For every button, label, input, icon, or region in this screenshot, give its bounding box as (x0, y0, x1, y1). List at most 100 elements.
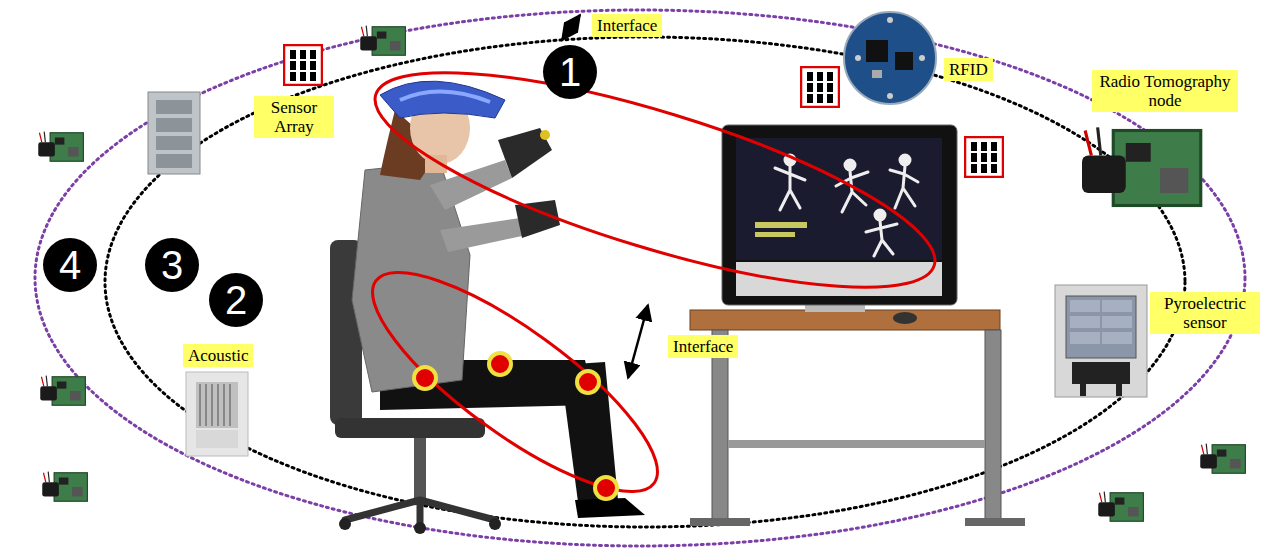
illustration-rect (186, 372, 248, 456)
illustration-circle (875, 210, 885, 220)
illustration-g (722, 125, 957, 312)
illustration-ellipse (345, 239, 684, 525)
illustration-rect (196, 382, 238, 428)
illustration-g (775, 155, 918, 256)
illustration-rect (1116, 384, 1122, 396)
illustration-rect (690, 518, 750, 526)
illustration-rect (1102, 300, 1132, 312)
illustration-g (200, 384, 230, 426)
illustration-line (562, 15, 580, 40)
illustration-g (186, 372, 248, 456)
illustration-circle (887, 17, 893, 23)
callout-number: 2 (209, 273, 263, 327)
illustration-g (414, 353, 617, 499)
callout-number: 3 (145, 238, 199, 292)
illustration-rect (965, 518, 1025, 526)
illustration-line (229, 384, 231, 426)
sensor-label: Sensor Array (254, 96, 334, 138)
illustration-use (284, 45, 322, 85)
illustration-rect (728, 440, 985, 448)
illustration-g (844, 12, 936, 104)
illustration-rect (156, 154, 192, 168)
illustration-rect (1055, 285, 1147, 397)
illustration-rect (1102, 316, 1132, 328)
illustration-circle (900, 155, 910, 165)
illustration-path (890, 166, 918, 208)
illustration-line (211, 384, 213, 426)
illustration-path (866, 221, 897, 256)
illustration-rect (156, 118, 192, 132)
illustration-rect (335, 418, 485, 438)
illustration-line (205, 384, 207, 426)
illustration-circle (414, 367, 436, 389)
illustration-rect (985, 330, 1001, 520)
illustration-use (38, 132, 83, 162)
illustration-circle (489, 518, 501, 530)
illustration-circle (919, 55, 925, 61)
illustration-circle (489, 353, 511, 375)
illustration-g (1070, 300, 1132, 344)
illustration-path (498, 128, 552, 178)
illustration-rect (156, 136, 192, 150)
illustration-path (440, 218, 522, 252)
illustration-use (1200, 444, 1245, 474)
illustration-rect (895, 52, 913, 70)
illustration-rect (148, 92, 200, 174)
illustration-use (1082, 127, 1201, 205)
illustration-rect (196, 430, 238, 448)
illustration-ellipse (105, 37, 1185, 527)
interface-label: Interface (668, 335, 738, 358)
illustration-rect (872, 70, 882, 78)
illustration-circle (855, 55, 861, 61)
illustration-rect (755, 222, 807, 228)
sensor-label: Radio Tomography node (1092, 70, 1238, 112)
illustration-g (690, 310, 1025, 526)
illustration-rect (1080, 384, 1086, 396)
illustration-use (42, 472, 87, 502)
illustration-g (1055, 285, 1147, 397)
illustration-rect (866, 40, 888, 62)
illustration-rect (736, 138, 942, 260)
illustration-rect (156, 100, 192, 114)
illustration-ellipse (893, 312, 917, 324)
illustration-path (575, 498, 645, 518)
illustration-rect (736, 262, 942, 296)
illustration-line (217, 384, 219, 426)
illustration-use (1098, 492, 1143, 522)
illustration-circle (845, 160, 855, 170)
illustration-circle (887, 93, 893, 99)
illustration-path (380, 81, 505, 118)
sensor-label: Pyroelectric sensor (1150, 292, 1260, 334)
illustration-rect (1066, 296, 1136, 358)
illustration-g (352, 81, 645, 518)
illustration-rect (1070, 316, 1100, 328)
illustration-path (400, 91, 490, 102)
illustration-circle (339, 518, 351, 530)
interface-label: Interface (592, 14, 662, 37)
illustration-path (345, 500, 495, 525)
illustration-rect (414, 438, 426, 500)
illustration-line (223, 384, 225, 426)
callout-number: 4 (43, 238, 97, 292)
illustration-rect (755, 232, 795, 237)
illustration-circle (844, 12, 936, 104)
illustration-line (199, 384, 201, 426)
illustration-rect (1070, 332, 1100, 344)
illustration-circle (577, 371, 599, 393)
illustration-rect (690, 310, 1000, 330)
illustration-rect (1102, 332, 1132, 344)
callout-number: 1 (543, 45, 597, 99)
illustration-circle (595, 477, 617, 499)
illustration-ellipse (35, 10, 1245, 546)
illustration-path (775, 166, 805, 210)
illustration-use (801, 67, 839, 107)
illustration-rect (712, 330, 728, 520)
illustration-g (148, 92, 200, 174)
illustration-circle (540, 130, 550, 140)
illustration-use (40, 376, 85, 406)
illustration-rect (1072, 362, 1130, 384)
sensor-label: Acoustic (183, 344, 253, 367)
illustration-rect (1070, 300, 1100, 312)
illustration-use (360, 26, 405, 56)
